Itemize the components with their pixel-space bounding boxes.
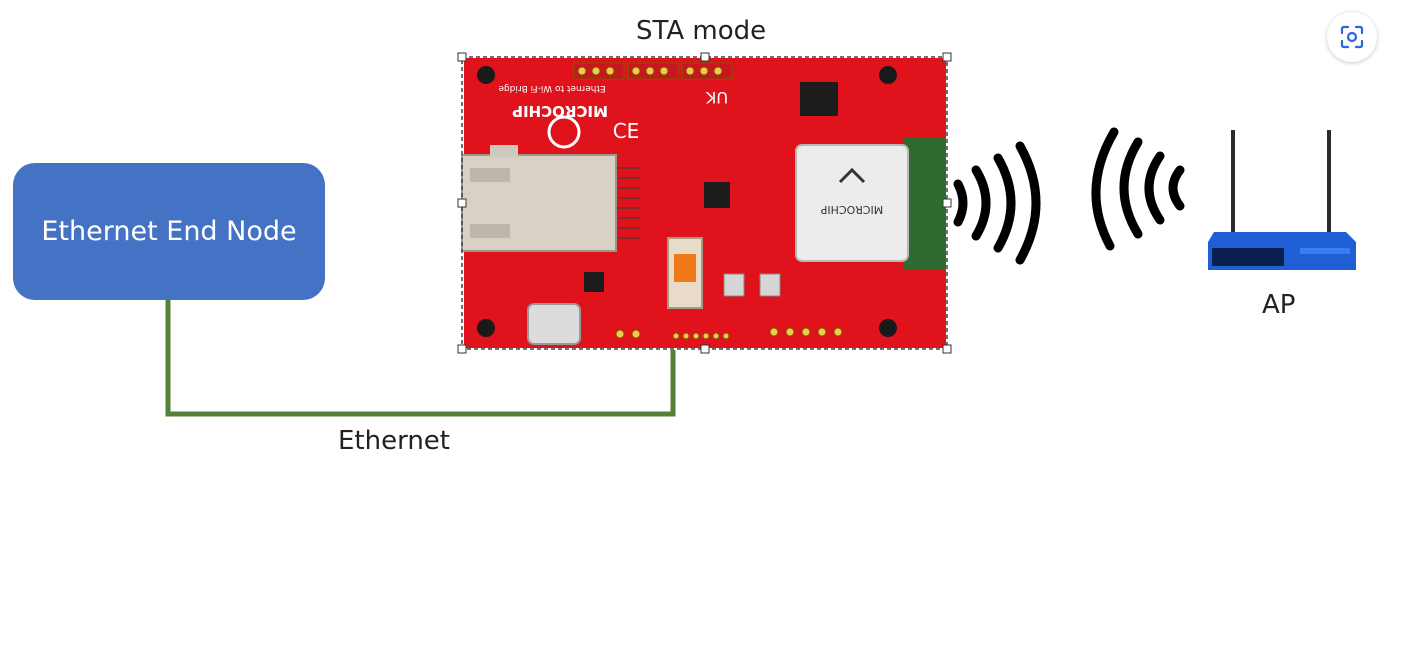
ic-chip — [584, 272, 604, 292]
header-pins-top — [573, 62, 733, 80]
module-brand-text: MICROCHIP — [820, 203, 883, 216]
mount-hole — [477, 66, 495, 84]
wifi-module: MICROCHIP — [795, 138, 946, 270]
ic-chip — [704, 182, 730, 208]
board-brand-text: MICROCHIP — [512, 102, 608, 120]
wifi-waves-icon — [1091, 127, 1185, 251]
router-icon — [1208, 130, 1356, 270]
wifi-bridge-board[interactable]: MICROCHIP MICROCHIP Ethernet to Wi-Fi Br… — [457, 52, 952, 354]
header-pins-bottom — [615, 327, 843, 340]
mount-hole — [879, 319, 897, 337]
sta-mode-label: STA mode — [636, 16, 767, 46]
selection-handles — [457, 52, 952, 354]
usb-c-port — [527, 303, 581, 345]
rj45-connector — [461, 145, 640, 252]
ap-label: AP — [1262, 290, 1296, 320]
mount-hole — [879, 66, 897, 84]
scan-icon — [1340, 25, 1364, 49]
uk-mark: UK — [705, 88, 728, 107]
ic-chip — [800, 82, 838, 116]
mount-hole — [477, 319, 495, 337]
ethernet-end-node-label: Ethernet End Node — [41, 216, 297, 247]
ce-mark: CE — [613, 119, 640, 143]
microchip-logo — [547, 115, 581, 149]
tact-button — [723, 273, 745, 297]
board-name-text: Ethernet to Wi-Fi Bridge — [498, 83, 606, 93]
mode-switch — [667, 237, 703, 309]
wifi-waves-icon — [953, 141, 1041, 265]
visual-search-button[interactable] — [1327, 12, 1377, 62]
tact-button — [759, 273, 781, 297]
ethernet-link-line — [165, 300, 676, 417]
ethernet-link-label: Ethernet — [338, 426, 450, 456]
ethernet-end-node: Ethernet End Node — [13, 163, 325, 300]
